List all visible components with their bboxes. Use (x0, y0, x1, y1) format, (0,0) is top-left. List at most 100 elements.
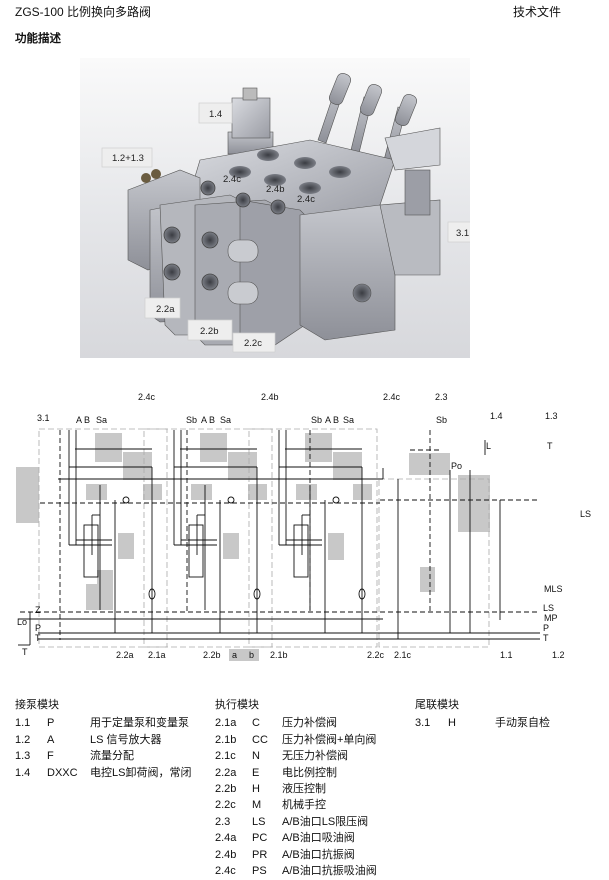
legend-desc: 机械手控 (282, 799, 326, 812)
shuttle-valve (332, 496, 340, 504)
component-block (200, 433, 227, 462)
legend-desc: A/B油口抗振吸油阀 (282, 864, 377, 877)
component-block (458, 475, 490, 532)
legend-code: 2.1b (215, 733, 237, 746)
component-block (143, 484, 162, 500)
legend-desc: LS 信号放大器 (90, 733, 162, 746)
legend-letter: N (252, 750, 260, 763)
component-block (328, 533, 344, 560)
schematic-label: Sb (311, 415, 322, 425)
component-block (191, 484, 212, 500)
section-title: 功能描述 (15, 33, 61, 45)
component-block (123, 452, 152, 480)
schematic-label: A B (201, 415, 215, 425)
schematic-label: P (543, 623, 549, 633)
legend-letter: H (252, 782, 260, 795)
schematic-label: Sb (186, 415, 197, 425)
schematic-label: 2.2a (116, 650, 134, 660)
schematic-label: 2.2b (203, 650, 221, 660)
directional-spool (188, 524, 204, 578)
photo-label: 3.1 (456, 228, 469, 239)
valve-photo: 1.4 1.2+1.3 2.4c 2.4b 2.4c 3.1 2.2a 2.2b… (80, 58, 470, 358)
schematic-label: Z (35, 605, 41, 615)
schematic-label: 2.4b (261, 392, 279, 402)
schematic-label: 2.1a (148, 650, 166, 660)
schematic-label: 2.1b (270, 650, 288, 660)
legend-desc: 用于定量泵和变量泵 (90, 717, 189, 730)
directional-spool (293, 524, 309, 578)
photo-label: 2.2b (200, 326, 219, 337)
component-block (296, 484, 317, 500)
schematic-label: 2.4c (383, 392, 401, 402)
end-block (299, 127, 441, 341)
schematic-label: LS (543, 603, 554, 613)
photo-label: 1.2+1.3 (112, 153, 144, 164)
legend-code: 1.3 (15, 750, 31, 763)
legend-letter: LS (252, 815, 266, 828)
schematic-label: T (22, 647, 28, 657)
legend-desc: A/B油口吸油阀 (282, 832, 355, 845)
component-block (118, 533, 134, 559)
schematic-label: 1.2 (552, 650, 565, 660)
photo-label: 1.4 (209, 109, 222, 120)
component-block (353, 484, 372, 500)
legend-code: 2.1a (215, 717, 237, 730)
solenoid (227, 87, 274, 155)
schematic-label: LS (580, 509, 591, 519)
document-type: 技术文件 (513, 5, 562, 19)
schematic-label: 3.1 (37, 413, 50, 423)
legend-item: 1.1 P 用于定量泵和变量泵 (15, 715, 205, 731)
component-block (223, 533, 239, 559)
legend-desc: A/B油口抗振阀 (282, 848, 355, 861)
legend-letter: H (448, 717, 456, 730)
shuttle-valve (122, 496, 130, 504)
legend-desc: 压力补偿阀+单向阀 (282, 733, 377, 746)
legend-letter: M (252, 799, 262, 812)
legend-code: 2.4b (215, 848, 237, 861)
schematic-label: 2.4c (138, 392, 156, 402)
component-block (95, 433, 122, 462)
legend-letter: C (252, 717, 260, 730)
component-block (409, 453, 450, 475)
photo-label: 2.2c (244, 338, 262, 349)
schematic-label: Sa (220, 415, 231, 425)
legend-desc: A/B油口LS限压阀 (282, 815, 369, 828)
legend-letter: P (47, 717, 55, 730)
legend-heading: 执行模块 (215, 699, 259, 711)
schematic-label: A B (325, 415, 339, 425)
component-block (86, 484, 107, 500)
schematic-label: Sa (343, 415, 354, 425)
shuttle-valve (227, 496, 235, 504)
schematic-label: b (249, 650, 254, 660)
schematic-label: 1.4 (490, 411, 503, 421)
section-frame (38, 428, 168, 648)
legend-code: 3.1 (415, 717, 431, 730)
legend-letter: E (252, 766, 260, 779)
legend-letter: PS (252, 864, 267, 877)
component-block (333, 452, 362, 480)
legend-desc: 压力补偿阀 (282, 717, 337, 730)
component-block (305, 433, 332, 462)
component-block (16, 467, 39, 523)
schematic-label: 2.1c (394, 650, 412, 660)
component-block (86, 584, 99, 610)
schematic-label: 2.3 (435, 392, 448, 402)
schematic-label: T (543, 633, 549, 643)
legend-code: 1.1 (15, 717, 31, 730)
legend-desc: 流量分配 (90, 750, 134, 763)
schematic-label: Sa (96, 415, 107, 425)
schematic-label: MLS (544, 584, 563, 594)
